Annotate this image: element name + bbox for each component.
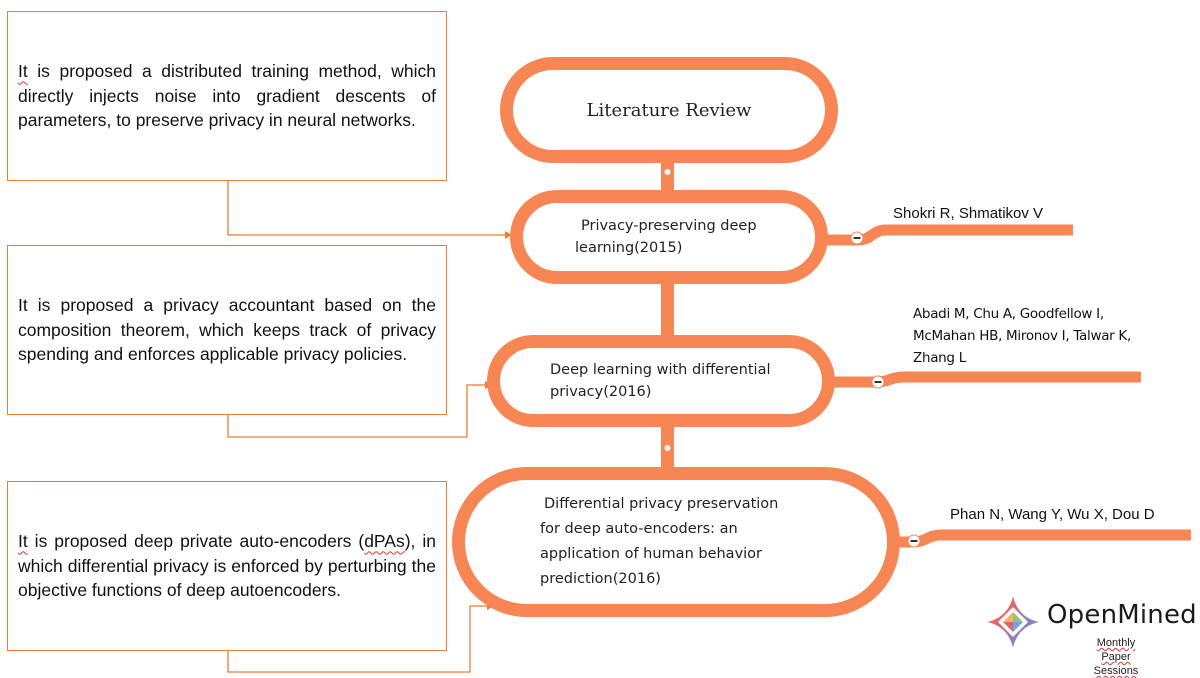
spellcheck-word: It — [18, 531, 28, 552]
paper-authors-2: Abadi M, Chu A, Goodfellow I, McMahan HB… — [913, 303, 1131, 369]
description-text-3: It is proposed deep private auto-encoder… — [18, 529, 436, 603]
description-box-3: It is proposed deep private auto-encoder… — [7, 481, 447, 651]
brand-subtitle-line: Monthly Paper — [1096, 637, 1136, 663]
paper-authors-1: Shokri R, Shmatikov V — [893, 205, 1044, 222]
brand-subtitle: Monthly Paper Sessions — [1081, 636, 1151, 678]
author-line: Abadi M, Chu A, Goodfellow I, — [913, 306, 1104, 322]
paper-title-line: Deep learning with differential — [550, 362, 771, 378]
paper-title-3: Differential privacy preservation for de… — [540, 492, 778, 592]
paper-title-line: learning(2015) — [575, 240, 683, 256]
paper-title-line: Differential privacy preservation — [544, 496, 779, 512]
brand-subtitle-line: Sessions — [1093, 665, 1139, 677]
connector-2 — [227, 384, 487, 438]
description-text-rest: is proposed a distributed training metho… — [18, 61, 436, 131]
collapse-button-2[interactable] — [871, 375, 885, 389]
paper-title-line: for deep auto-encoders: an — [540, 521, 738, 537]
title-node[interactable]: Literature Review — [500, 57, 838, 163]
paper-authors-3: Phan N, Wang Y, Wu X, Dou D — [950, 506, 1155, 523]
paper-title-line: Privacy-preserving deep — [581, 218, 757, 234]
paper-title-line: application of human behavior — [540, 546, 763, 562]
spine-segment-1 — [661, 155, 674, 197]
spine-segment-2 — [661, 280, 674, 338]
paper-node-2[interactable]: Deep learning with differential privacy(… — [487, 335, 835, 427]
paper-title-2: Deep learning with differential privacy(… — [550, 359, 770, 403]
paper-node-1[interactable]: Privacy-preserving deep learning(2015) — [510, 190, 828, 284]
author-line: McMahan HB, Mironov I, Talwar K, — [913, 328, 1131, 344]
spellcheck-word: dPAs — [364, 531, 405, 552]
collapse-button-1[interactable] — [850, 231, 864, 245]
author-line: Zhang L — [913, 350, 966, 366]
description-text-part: ), in which differential privacy is enfo… — [18, 531, 436, 601]
description-box-1: It is proposed a distributed training me… — [7, 11, 447, 181]
paper-title-1: Privacy-preserving deep learning(2015) — [575, 215, 757, 259]
collapse-button-3[interactable] — [907, 534, 921, 548]
paper-node-3[interactable]: Differential privacy preservation for de… — [452, 467, 900, 617]
author-branch-3 — [890, 529, 1191, 548]
paper-title-line: privacy(2016) — [550, 384, 652, 400]
openmined-logo: OpenMined Monthly Paper Sessions — [985, 592, 1197, 677]
description-text-2: It is proposed a privacy accountant base… — [18, 295, 436, 365]
brand-name: OpenMined — [1047, 600, 1197, 630]
spellcheck-word: It — [18, 61, 28, 82]
dot-icon — [664, 445, 671, 451]
dot-icon — [664, 169, 671, 175]
openmined-logo-icon — [987, 596, 1039, 648]
description-text-part: is proposed deep private auto-encoders ( — [27, 531, 365, 552]
connector-3 — [227, 605, 489, 673]
connector-1 — [227, 180, 505, 236]
diagram-title: Literature Review — [586, 99, 752, 121]
description-text-1: It is proposed a distributed training me… — [18, 59, 436, 133]
arrow-right-icon — [505, 231, 512, 239]
description-box-2: It is proposed a privacy accountant base… — [7, 245, 447, 415]
paper-title-line: prediction(2016) — [540, 571, 661, 587]
